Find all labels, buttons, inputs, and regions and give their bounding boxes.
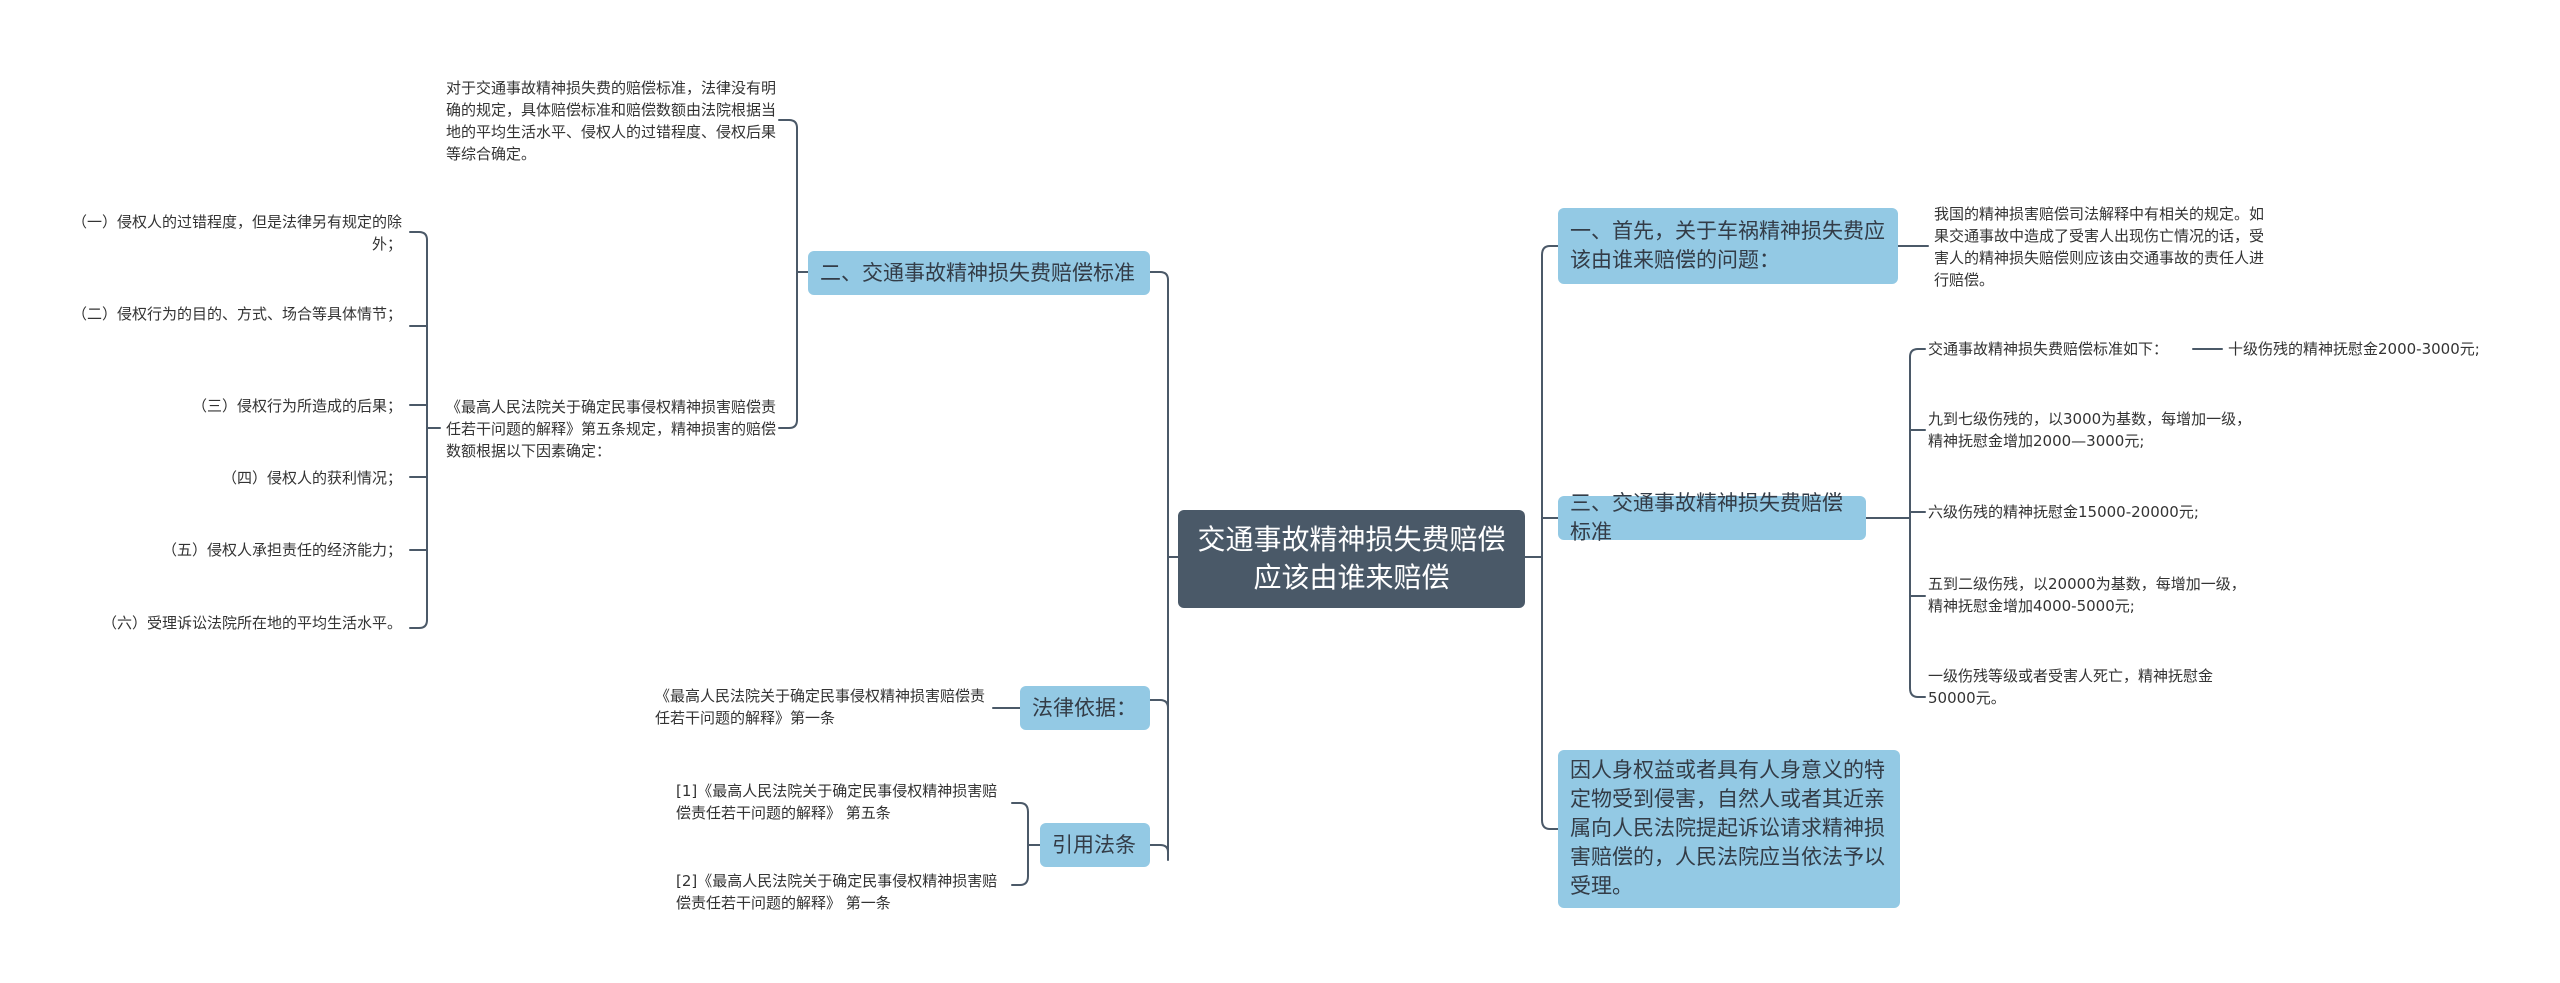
branch-standard-left-label: 二、交通事故精神损失费赔偿标准 <box>820 260 1135 285</box>
branch-who-pays-label: 一、首先，关于车祸精神损失费应该由谁来赔偿的问题： <box>1570 219 1885 272</box>
factor-item: （四）侵权人的获利情况； <box>221 469 402 487</box>
factor-item: （二）侵权行为的目的、方式、场合等具体情节； <box>71 305 402 323</box>
factor-item: （一）侵权人的过错程度，但是法律另有规定的除外； <box>71 213 402 253</box>
standard-item: 九到七级伤残的，以3000为基数，每增加一级，精神抚慰金增加2000—3000元… <box>1928 410 2252 450</box>
branch-standard-left[interactable]: 二、交通事故精神损失费赔偿标准 <box>808 251 1150 295</box>
branch-lawsuit-label: 因人身权益或者具有人身意义的特定物受到侵害，自然人或者其近亲属向人民法院提起诉讼… <box>1570 758 1885 898</box>
interpretation-text: 《最高人民法院关于确定民事侵权精神损害赔偿责任若干问题的解释》第五条规定，精神损… <box>446 398 777 460</box>
legal-basis-item: 《最高人民法院关于确定民事侵权精神损害赔偿责任若干问题的解释》第一条 <box>655 687 986 727</box>
root-topic[interactable]: 交通事故精神损失费赔偿应该由谁来赔偿 <box>1178 510 1525 608</box>
branch-citations-label: 引用法条 <box>1052 832 1136 857</box>
root-title: 交通事故精神损失费赔偿应该由谁来赔偿 <box>1197 523 1506 594</box>
branch-citations[interactable]: 引用法条 <box>1040 823 1150 867</box>
factor-item: （六）受理诉讼法院所在地的平均生活水平。 <box>101 614 402 632</box>
who-pays-detail: 我国的精神损害赔偿司法解释中有相关的规定。如果交通事故中造成了受害人出现伤亡情况… <box>1934 205 2265 289</box>
branch-lawsuit[interactable]: 因人身权益或者具有人身意义的特定物受到侵害，自然人或者其近亲属向人民法院提起诉讼… <box>1558 750 1900 908</box>
factor-item: （五）侵权人承担责任的经济能力； <box>161 541 402 559</box>
factor-item: （三）侵权行为所造成的后果； <box>191 397 402 415</box>
standard-note: 对于交通事故精神损失费的赔偿标准，法律没有明确的规定，具体赔偿标准和赔偿数额由法… <box>446 79 777 163</box>
standard-item: 六级伤残的精神抚慰金15000-20000元; <box>1928 503 2199 521</box>
standard-intro: 交通事故精神损失费赔偿标准如下： <box>1928 340 2169 358</box>
branch-legal-basis-label: 法律依据： <box>1032 695 1137 720</box>
branch-legal-basis[interactable]: 法律依据： <box>1020 686 1150 730</box>
branch-standard-right-label: 三、交通事故精神损失费赔偿标准 <box>1570 491 1843 544</box>
standard-item: 一级伤残等级或者受害人死亡，精神抚慰金50000元。 <box>1928 667 2214 707</box>
branch-standard-right[interactable]: 三、交通事故精神损失费赔偿标准 <box>1558 491 1866 544</box>
standard-item: 五到二级伤残，以20000为基数，每增加一级，精神抚慰金增加4000-5000元… <box>1928 575 2246 615</box>
citation-item: [1]《最高人民法院关于确定民事侵权精神损害赔偿责任若干问题的解释》 第五条 <box>676 782 998 822</box>
branch-who-pays[interactable]: 一、首先，关于车祸精神损失费应该由谁来赔偿的问题： <box>1558 208 1898 284</box>
citation-item: [2]《最高人民法院关于确定民事侵权精神损害赔偿责任若干问题的解释》 第一条 <box>676 872 998 912</box>
standard-intro-child: 十级伤残的精神抚慰金2000-3000元; <box>2228 340 2480 358</box>
